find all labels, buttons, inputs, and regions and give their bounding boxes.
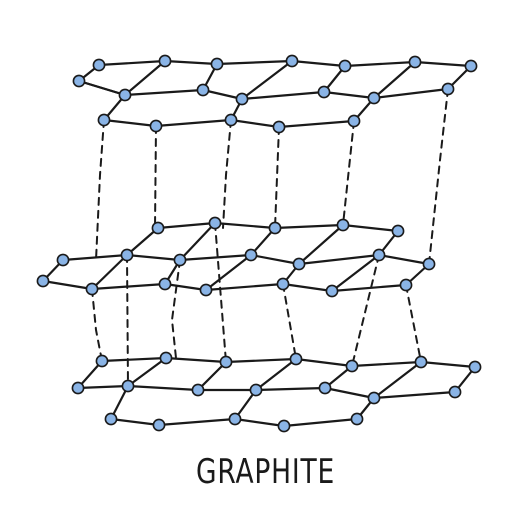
graphene-layer-3 <box>71 351 482 433</box>
carbon-atom <box>272 120 286 134</box>
bond-2-12 <box>297 223 345 266</box>
bond-1-9 <box>123 59 167 97</box>
interlayer-bond-3 <box>222 119 232 229</box>
interlayer-bonds <box>91 88 449 387</box>
carbon-atom <box>468 360 482 374</box>
diagram-caption: GRAPHITE <box>195 452 335 492</box>
carbon-atom <box>104 412 118 426</box>
carbon-atom <box>56 253 70 267</box>
carbon-atom <box>71 381 85 395</box>
carbon-atom <box>345 359 359 373</box>
graphene-layer-2 <box>36 216 436 298</box>
interlayer-bond-13 <box>405 284 422 363</box>
interlayer-bond-12 <box>351 254 380 367</box>
bond-2-1 <box>125 226 160 257</box>
bond-1-2 <box>77 79 127 97</box>
bond-1-10 <box>240 59 294 101</box>
carbon-atom <box>196 83 210 97</box>
carbon-atom <box>441 82 455 96</box>
carbon-atom <box>219 355 233 369</box>
interlayer-bond-4 <box>274 126 280 229</box>
carbon-atom <box>285 54 299 68</box>
carbon-atom <box>95 354 109 368</box>
carbon-atom <box>292 257 306 271</box>
interlayer-bond-10 <box>214 222 227 363</box>
carbon-atom <box>92 58 106 72</box>
carbon-atom <box>118 88 132 102</box>
bond-3-10 <box>372 360 423 400</box>
carbon-atom <box>414 355 428 369</box>
carbon-atom <box>350 412 364 426</box>
bond-2-8 <box>90 253 129 291</box>
interlayer-bond-8 <box>126 254 129 387</box>
carbon-atom <box>422 257 436 271</box>
carbon-atom <box>277 419 291 433</box>
carbon-atom <box>149 119 163 133</box>
carbon-atom <box>152 418 166 432</box>
carbon-atom <box>224 113 238 127</box>
bond-2-9 <box>204 253 253 292</box>
interlayer-bond-1 <box>95 119 105 261</box>
carbon-atom <box>208 216 222 230</box>
bond-3-8 <box>126 356 168 388</box>
carbon-atom <box>289 352 303 366</box>
carbon-atom <box>36 274 50 288</box>
carbon-atom <box>173 253 187 267</box>
interlayer-bond-11 <box>282 283 297 360</box>
carbon-atom <box>72 74 86 88</box>
carbon-atom <box>464 59 478 73</box>
carbon-atom <box>210 57 224 71</box>
interlayer-bond-7 <box>91 288 103 362</box>
carbon-atom <box>336 218 350 232</box>
carbon-atom <box>276 277 290 291</box>
carbon-atom <box>121 379 135 393</box>
interlayer-bond-9 <box>170 259 181 359</box>
carbon-atom <box>318 381 332 395</box>
bond-row-3-2 <box>76 384 457 400</box>
graphene-layer-1 <box>72 54 478 134</box>
interlayer-bond-6 <box>428 88 449 265</box>
carbon-atom <box>448 385 462 399</box>
bond-3-2 <box>196 360 228 392</box>
carbon-atom <box>317 85 331 99</box>
carbon-atom <box>120 248 134 262</box>
carbon-atom <box>199 283 213 297</box>
carbon-atom <box>268 221 282 235</box>
carbon-atom <box>408 55 422 69</box>
carbon-atom <box>159 351 173 365</box>
carbon-atom <box>249 383 263 397</box>
carbon-atom <box>228 412 242 426</box>
carbon-atom <box>325 284 339 298</box>
bond-2-10 <box>330 253 381 293</box>
bond-2-11 <box>178 221 217 262</box>
carbon-atom <box>235 92 249 106</box>
carbon-atom <box>191 383 205 397</box>
carbon-atom <box>158 277 172 291</box>
carbon-atom <box>391 224 405 238</box>
graphene-layers <box>36 54 482 433</box>
carbon-atom <box>367 391 381 405</box>
carbon-atom <box>151 221 165 235</box>
carbon-atom <box>338 59 352 73</box>
bond-1-11 <box>372 60 417 100</box>
carbon-atom <box>85 282 99 296</box>
carbon-atom <box>367 91 381 105</box>
carbon-atom <box>97 113 111 127</box>
carbon-atom <box>244 248 258 262</box>
carbon-atom <box>347 114 361 128</box>
interlayer-bond-2 <box>154 125 157 229</box>
bond-3-9 <box>254 357 298 392</box>
carbon-atom <box>399 278 413 292</box>
carbon-atom <box>158 54 172 68</box>
interlayer-bond-5 <box>342 120 355 226</box>
carbon-atom <box>372 248 386 262</box>
